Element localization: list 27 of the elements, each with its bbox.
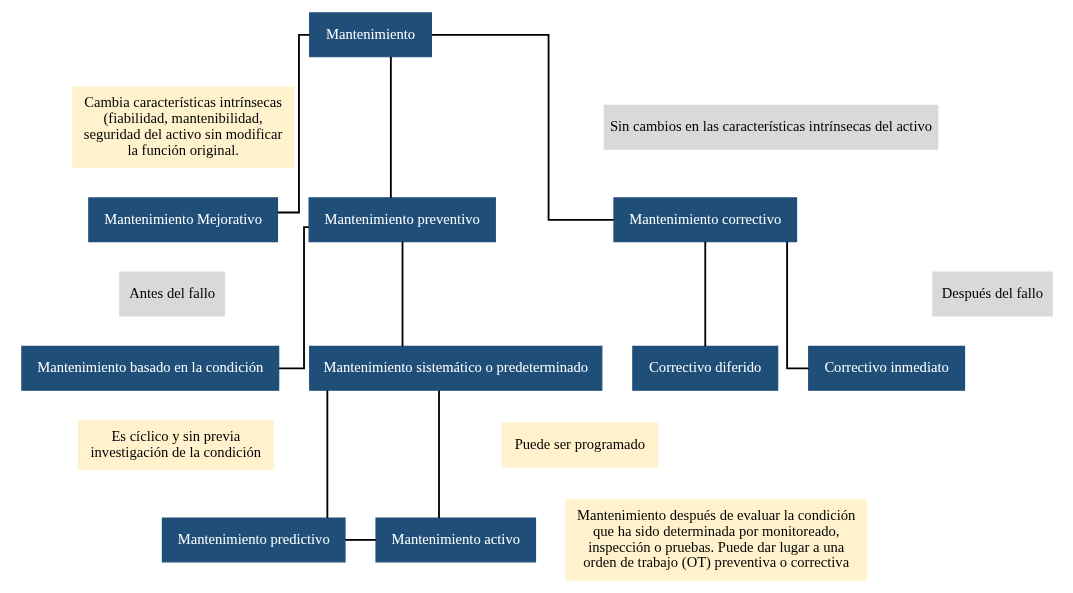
- connector: [401, 240, 403, 348]
- node-box: Mantenimiento después de evaluar la condición que ha sido determinada por monitoreado, inspección o pruebas. Puede dar lugar a una orden de trabajo (OT) preventiva o correctiva: [564, 499, 867, 581]
- node-box: Mantenimiento preventivo: [308, 197, 496, 243]
- connector: [277, 226, 310, 370]
- node-box: Mantenimiento correctivo: [612, 197, 797, 243]
- node-box: Correctivo inmediato: [807, 345, 965, 391]
- node-box: Antes del fallo: [118, 271, 225, 317]
- node-box: Mantenimiento activo: [374, 517, 536, 563]
- connector: [437, 389, 440, 519]
- node-box: Mantenimiento Mejorativo: [87, 197, 278, 243]
- node-box: Cambia características intrínsecas (fiabilidad, mantenibilidad, seguridad del activo sin modificar la función original.: [71, 86, 294, 169]
- node-box: Mantenimiento sistemático o predeterminado: [308, 345, 602, 391]
- node-box: Sin cambios en las características intrínsecas del activo: [603, 104, 938, 150]
- connector: [276, 33, 310, 214]
- node-box: Puede ser programado: [500, 422, 658, 468]
- node-box: Mantenimiento basado en la condición: [20, 345, 279, 391]
- node-box: Es cíclico y sin previa investigación de la condición: [77, 420, 274, 470]
- connector: [325, 389, 328, 519]
- connector: [389, 55, 392, 199]
- connector: [343, 539, 377, 541]
- node-box: Después del fallo: [931, 271, 1053, 317]
- node-box: Mantenimiento: [308, 12, 432, 58]
- connector: [430, 33, 615, 221]
- connector: [785, 240, 810, 370]
- node-box: Correctivo diferido: [631, 345, 778, 391]
- node-box: Mantenimiento predictivo: [161, 517, 346, 563]
- connector: [703, 240, 706, 348]
